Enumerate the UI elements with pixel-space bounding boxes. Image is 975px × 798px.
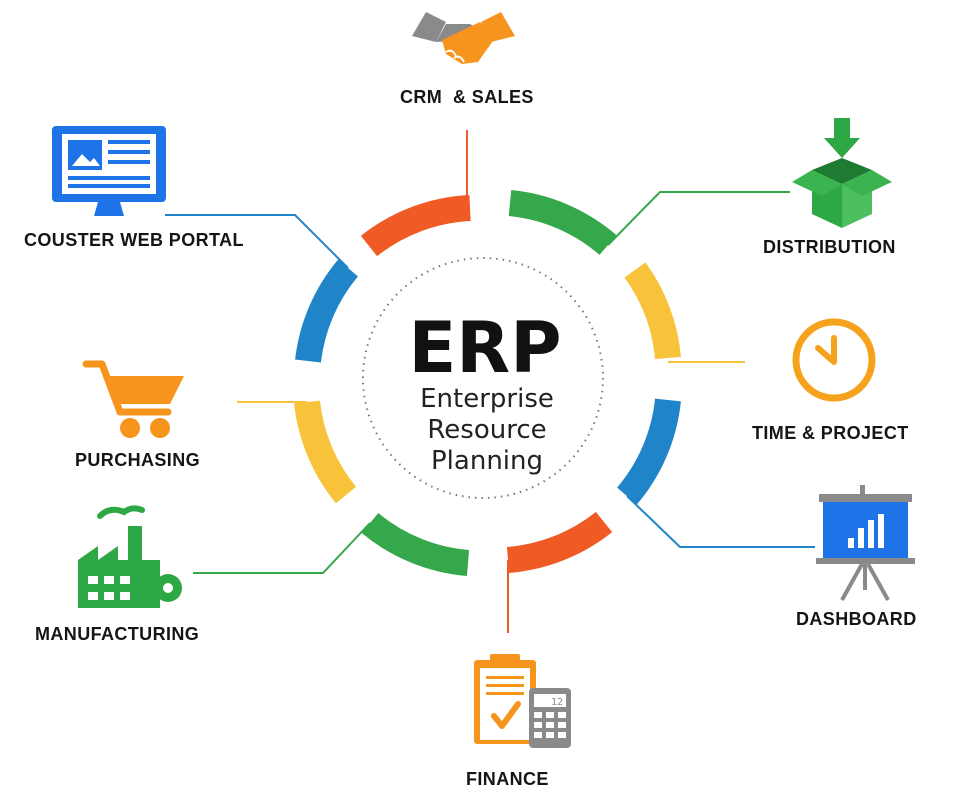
connectors [165, 130, 815, 633]
connector-manufacturing [193, 522, 371, 574]
factory-icon [78, 505, 182, 608]
monitor-icon [52, 126, 166, 216]
label-time-project: TIME & PROJECT [752, 423, 909, 443]
connector-dashboard [626, 495, 815, 548]
label-web-portal: COUSTER WEB PORTAL [24, 230, 244, 250]
arc-manufacturing [361, 512, 470, 576]
label-distribution: DISTRIBUTION [763, 237, 896, 257]
arc-portal [295, 259, 359, 363]
clock-icon [792, 318, 876, 402]
erp-title: ERP [408, 307, 561, 389]
connector-distribution [607, 191, 790, 246]
shopping-cart-icon [82, 360, 184, 438]
arc-distribution [508, 190, 617, 256]
label-purchasing: PURCHASING [75, 450, 201, 470]
erp-subtitle-line-2: Resource [427, 415, 546, 445]
calculator-display: 12 [551, 697, 563, 708]
label-manufacturing: MANUFACTURING [35, 624, 200, 644]
erp-subtitle-line-1: Enterprise [420, 384, 554, 414]
erp-subtitle-line-3: Planning [431, 446, 543, 476]
arc-finance [506, 511, 613, 573]
open-box-icon [792, 118, 892, 228]
arc-crm [360, 195, 471, 257]
arc-purchasing [294, 400, 357, 504]
label-dashboard: DASHBOARD [796, 609, 917, 629]
handshake-icon [412, 12, 515, 64]
label-crm-sales: CRM & SALES [400, 87, 534, 107]
ring [294, 190, 681, 576]
label-finance: FINANCE [466, 769, 549, 789]
clipboard-calculator-icon: 12 [474, 654, 571, 748]
connector-portal [165, 214, 349, 269]
arc-time-project [624, 262, 681, 360]
dotted-inner-circle [362, 257, 604, 499]
presentation-board-icon [816, 485, 915, 601]
arc-dashboard [616, 398, 681, 505]
